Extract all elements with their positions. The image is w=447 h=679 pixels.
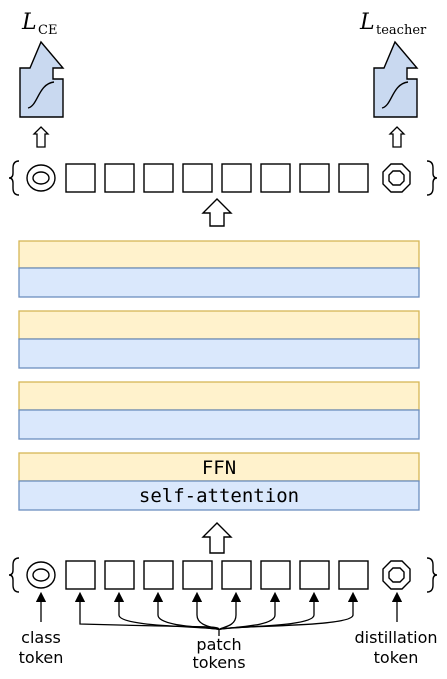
patch-token-output bbox=[65, 163, 96, 193]
patch-token-output bbox=[104, 163, 135, 193]
left-brace bbox=[8, 160, 20, 196]
small-up-arrow-icon bbox=[388, 126, 406, 148]
distillation-token-input-inner bbox=[388, 567, 405, 583]
patch-tokens-label-line2: tokens bbox=[192, 653, 245, 672]
patch-token-output bbox=[260, 163, 291, 193]
class-token-label-line1: class bbox=[21, 628, 61, 647]
sigmoid-icon bbox=[27, 81, 55, 109]
left-brace bbox=[8, 557, 20, 593]
distillation-token-label-line2: token bbox=[374, 648, 419, 667]
patch-tokens-label-line1: patch bbox=[196, 635, 241, 654]
ffn-layer bbox=[18, 452, 420, 482]
patch-token-output bbox=[338, 163, 369, 193]
ffn-label: FFN bbox=[202, 457, 236, 479]
transformer-block-2 bbox=[18, 310, 420, 369]
ffn-layer bbox=[18, 381, 420, 411]
transformer-block-1 bbox=[18, 381, 420, 440]
patch-token-input bbox=[143, 560, 174, 590]
patch-token-input bbox=[104, 560, 135, 590]
input-token-row bbox=[8, 557, 438, 593]
loss-teacher-arrow-box bbox=[373, 40, 419, 118]
patch-token-output bbox=[143, 163, 174, 193]
class-token-output-inner bbox=[32, 171, 50, 185]
class-token-input-inner bbox=[32, 568, 50, 582]
loss-ce-symbol: L bbox=[21, 10, 37, 35]
small-up-arrow-icon bbox=[32, 126, 50, 148]
distillation-token-output-inner bbox=[388, 170, 405, 186]
distillation-token-label-line1: distillation bbox=[355, 628, 438, 647]
attention-layer bbox=[18, 267, 420, 298]
patch-token-input bbox=[65, 560, 96, 590]
loss-teacher-subscript: teacher bbox=[376, 23, 427, 38]
up-arrow-icon bbox=[201, 198, 233, 227]
patch-tokens-fan-arrows bbox=[74, 591, 359, 636]
patch-token-input bbox=[338, 560, 369, 590]
loss-teacher-head: L teacher bbox=[359, 10, 427, 118]
patch-token-input bbox=[221, 560, 252, 590]
transformer-block-3 bbox=[18, 240, 420, 298]
attention-label: self-attention bbox=[139, 485, 299, 507]
transformer-block-0: FFN self-attention bbox=[18, 452, 420, 511]
ffn-layer bbox=[18, 310, 420, 340]
right-brace bbox=[426, 557, 438, 593]
patch-token-output bbox=[182, 163, 213, 193]
attention-layer bbox=[18, 338, 420, 369]
patch-token-output bbox=[221, 163, 252, 193]
right-brace bbox=[426, 160, 438, 196]
loss-teacher-symbol: L bbox=[359, 10, 375, 35]
attention-layer bbox=[18, 409, 420, 440]
class-token-label-line2: token bbox=[19, 648, 64, 667]
ffn-layer bbox=[18, 240, 420, 269]
patch-token-output bbox=[299, 163, 330, 193]
patch-token-input bbox=[299, 560, 330, 590]
loss-ce-subscript: CE bbox=[38, 23, 57, 38]
sigmoid-icon bbox=[381, 81, 409, 109]
output-token-row bbox=[8, 160, 438, 196]
attention-layer bbox=[18, 480, 420, 511]
patch-token-input bbox=[182, 560, 213, 590]
loss-ce-arrow-box bbox=[19, 40, 65, 118]
up-arrow-icon bbox=[201, 522, 233, 554]
loss-ce-head: L CE bbox=[19, 10, 65, 118]
patch-token-input bbox=[260, 560, 291, 590]
